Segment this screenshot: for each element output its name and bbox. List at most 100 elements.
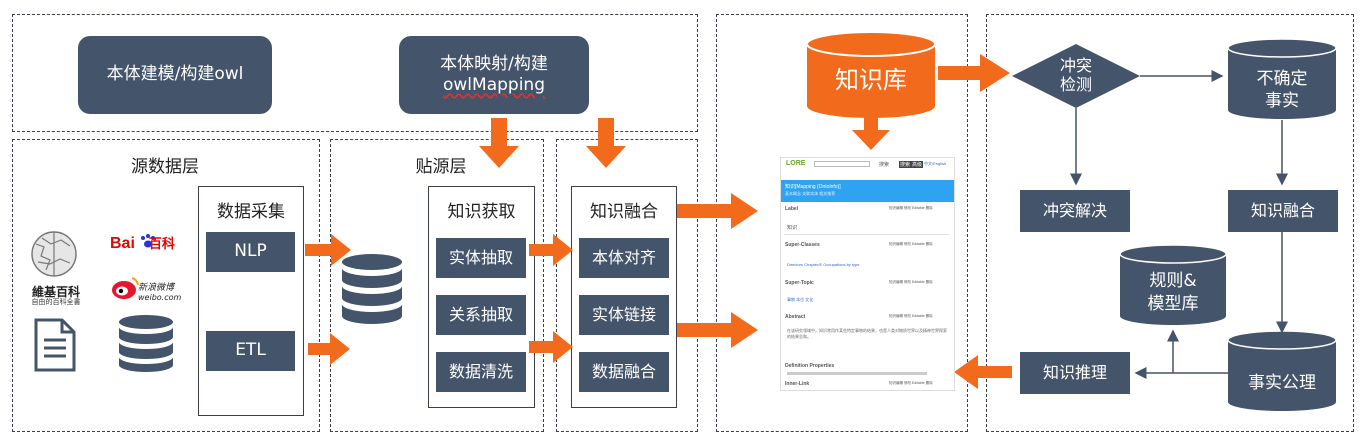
- rules-model-label: 规则& 模型库: [1120, 270, 1226, 316]
- web-lang-link: 中文/English: [924, 161, 947, 166]
- web-header-band: [781, 180, 954, 202]
- web-divider-1: [784, 234, 949, 235]
- uncertain-fact-label-2: 事实: [1265, 91, 1299, 112]
- baidu-text: Bai: [110, 235, 135, 252]
- wikipedia-globe-icon: [31, 231, 77, 277]
- etl-label: ETL: [235, 340, 266, 361]
- web-logo: LORE: [786, 160, 806, 167]
- web-super-classes-value: Directors Chapter/E Occupations by type: [787, 262, 860, 267]
- reasoning-frame: [986, 14, 1354, 432]
- web-abstract-title: Abstract: [785, 314, 806, 320]
- arrow-etl-to-db: [308, 333, 350, 365]
- web-search-box: [814, 161, 870, 167]
- knowledge-base-label: 知识库: [835, 66, 907, 94]
- source-layer-frame: [12, 139, 320, 432]
- weibo-text: 新浪微博: [138, 283, 175, 293]
- ontology-mapping-label-2: owlMapping: [443, 75, 545, 95]
- arrow-fusion-to-kb-1: [677, 193, 758, 229]
- weibo-url: weibo.com: [138, 292, 182, 302]
- nlp-label: NLP: [234, 241, 267, 262]
- etl-box: ETL: [206, 331, 295, 371]
- conflict-detection-label: 冲突 检测: [1036, 56, 1116, 94]
- rules-model-label-1: 规则&: [1149, 271, 1197, 291]
- entity-linking-label: 实体链接: [591, 305, 656, 324]
- source-layer-title: 源数据层: [131, 157, 199, 177]
- arrow-kb-down: [852, 112, 890, 150]
- uncertain-fact-cylinder: [1227, 38, 1337, 119]
- wikipedia-text: 維基百科: [31, 285, 80, 299]
- web-super-topic-title: Super-Topic: [785, 280, 814, 286]
- nlp-box: NLP: [206, 232, 295, 272]
- data-cleaning-label: 数据清洗: [448, 362, 513, 381]
- knowledge-acquisition-title: 知识获取: [447, 202, 516, 222]
- web-tag-5: 知识编辑 修改 Editable 删除: [889, 381, 933, 385]
- ontology-modeling-label: 本体建模/构建owl: [106, 64, 244, 85]
- web-tag-1: 知识编辑 修改 Editable 删除: [889, 206, 933, 210]
- relation-extraction-label: 关系抽取: [448, 305, 513, 324]
- web-definition-title: Definition Properties: [785, 363, 835, 369]
- conflict-detection-label-1: 冲突: [1059, 56, 1092, 75]
- rules-model-cylinder: [1119, 244, 1227, 325]
- arrow-fusion-to-kb-2: [677, 312, 758, 348]
- web-scrollbar: [787, 372, 927, 375]
- arrow-reasoning-to-web: [954, 355, 1012, 389]
- web-search-button: 搜索: [879, 162, 890, 168]
- data-collection-panel: [198, 186, 304, 416]
- web-inner-link-title: Inner-Link: [785, 381, 810, 387]
- arrow-nlp-to-db: [305, 234, 351, 266]
- arrow-acq-to-fusion-1: [529, 234, 573, 266]
- uncertain-fact-label: 不确定 事实: [1228, 68, 1336, 112]
- knowledge-base-cylinder: [806, 31, 936, 118]
- data-fusion-label: 数据融合: [591, 362, 656, 381]
- ontology-mapping-box: 本体映射/构建 owlMapping: [399, 36, 589, 114]
- baidu-paw-icon: [141, 234, 155, 248]
- weibo-logo-text: 新浪微博 weibo.com: [138, 283, 182, 303]
- data-collection-title: 数据采集: [217, 202, 285, 222]
- knowledge-reasoning-label: 知识推理: [1042, 363, 1107, 382]
- web-super-topic-value: 事物 本位 文化: [787, 297, 814, 302]
- knowledge-fusion-title: 知识融合: [590, 202, 658, 222]
- ontology-modeling-box: 本体建模/构建owl: [78, 36, 272, 114]
- conflict-resolution-box: 冲突解决: [1020, 190, 1130, 232]
- arrow-acq-to-fusion-2: [529, 331, 573, 363]
- arrow-kb-to-conflict: [938, 54, 1010, 92]
- ontology-mapping-label-1: 本体映射/构建: [440, 53, 548, 74]
- wikipedia-subtext: 自由的百科全書: [31, 298, 81, 306]
- fact-axioms-cylinder: [1227, 330, 1337, 411]
- conflict-detection-label-2: 检测: [1059, 75, 1092, 95]
- knowledge-fusion-right-label: 知识融合: [1250, 201, 1315, 220]
- data-fusion-box: 数据融合: [579, 352, 669, 392]
- web-btn1: 搜索: [899, 161, 912, 168]
- source-database-icon: [119, 315, 173, 372]
- web-btn2: 高级: [911, 161, 924, 168]
- ontology-alignment-label: 本体对齐: [591, 248, 656, 267]
- knowledge-fusion-right-box: 知识融合: [1228, 190, 1338, 232]
- weibo-logo-icon: [112, 277, 139, 299]
- arrow-down-mapping-2: [586, 118, 626, 168]
- staging-database-icon: [342, 254, 402, 324]
- fact-axioms-label: 事实公理: [1248, 373, 1316, 393]
- uncertain-fact-label-1: 不确定: [1256, 69, 1308, 89]
- web-header-sub: 基本概念 关联实体 相关推荐: [785, 191, 836, 196]
- baidu-logo: Bai 百科: [110, 233, 175, 253]
- data-cleaning-box: 数据清洗: [436, 352, 526, 392]
- knowledge-base-frame: [716, 14, 968, 432]
- web-label-value: 知识: [787, 225, 798, 231]
- web-tag-4: 知识编辑 修改 Editable 删除: [889, 314, 933, 318]
- knowledge-reasoning-box: 知识推理: [1020, 352, 1130, 394]
- web-abstract-value: 在该研究领域中，知识常用作某些特定事物的结果，也是人类对物质世界以及精神世界探索…: [787, 328, 947, 339]
- arrow-down-mapping-1: [479, 118, 519, 168]
- staging-layer-frame: [330, 139, 544, 432]
- baidu-cn-text: 百科: [148, 236, 175, 251]
- knowledge-base-webpage-thumbnail: LORE 搜索 搜索 高级 中文/English 知识[Mapping (Ont…: [780, 157, 955, 391]
- fusion-frame: [556, 139, 698, 432]
- web-super-classes-title: Super-Classes: [785, 242, 820, 248]
- web-label-title: Label: [785, 206, 799, 212]
- document-icon: [34, 318, 76, 372]
- conflict-detection-diamond: [1012, 44, 1140, 108]
- entity-extraction-label: 实体抽取: [448, 248, 513, 267]
- rules-model-label-2: 模型库: [1147, 293, 1199, 314]
- relation-extraction-box: 关系抽取: [436, 295, 526, 335]
- ontology-alignment-box: 本体对齐: [579, 238, 669, 278]
